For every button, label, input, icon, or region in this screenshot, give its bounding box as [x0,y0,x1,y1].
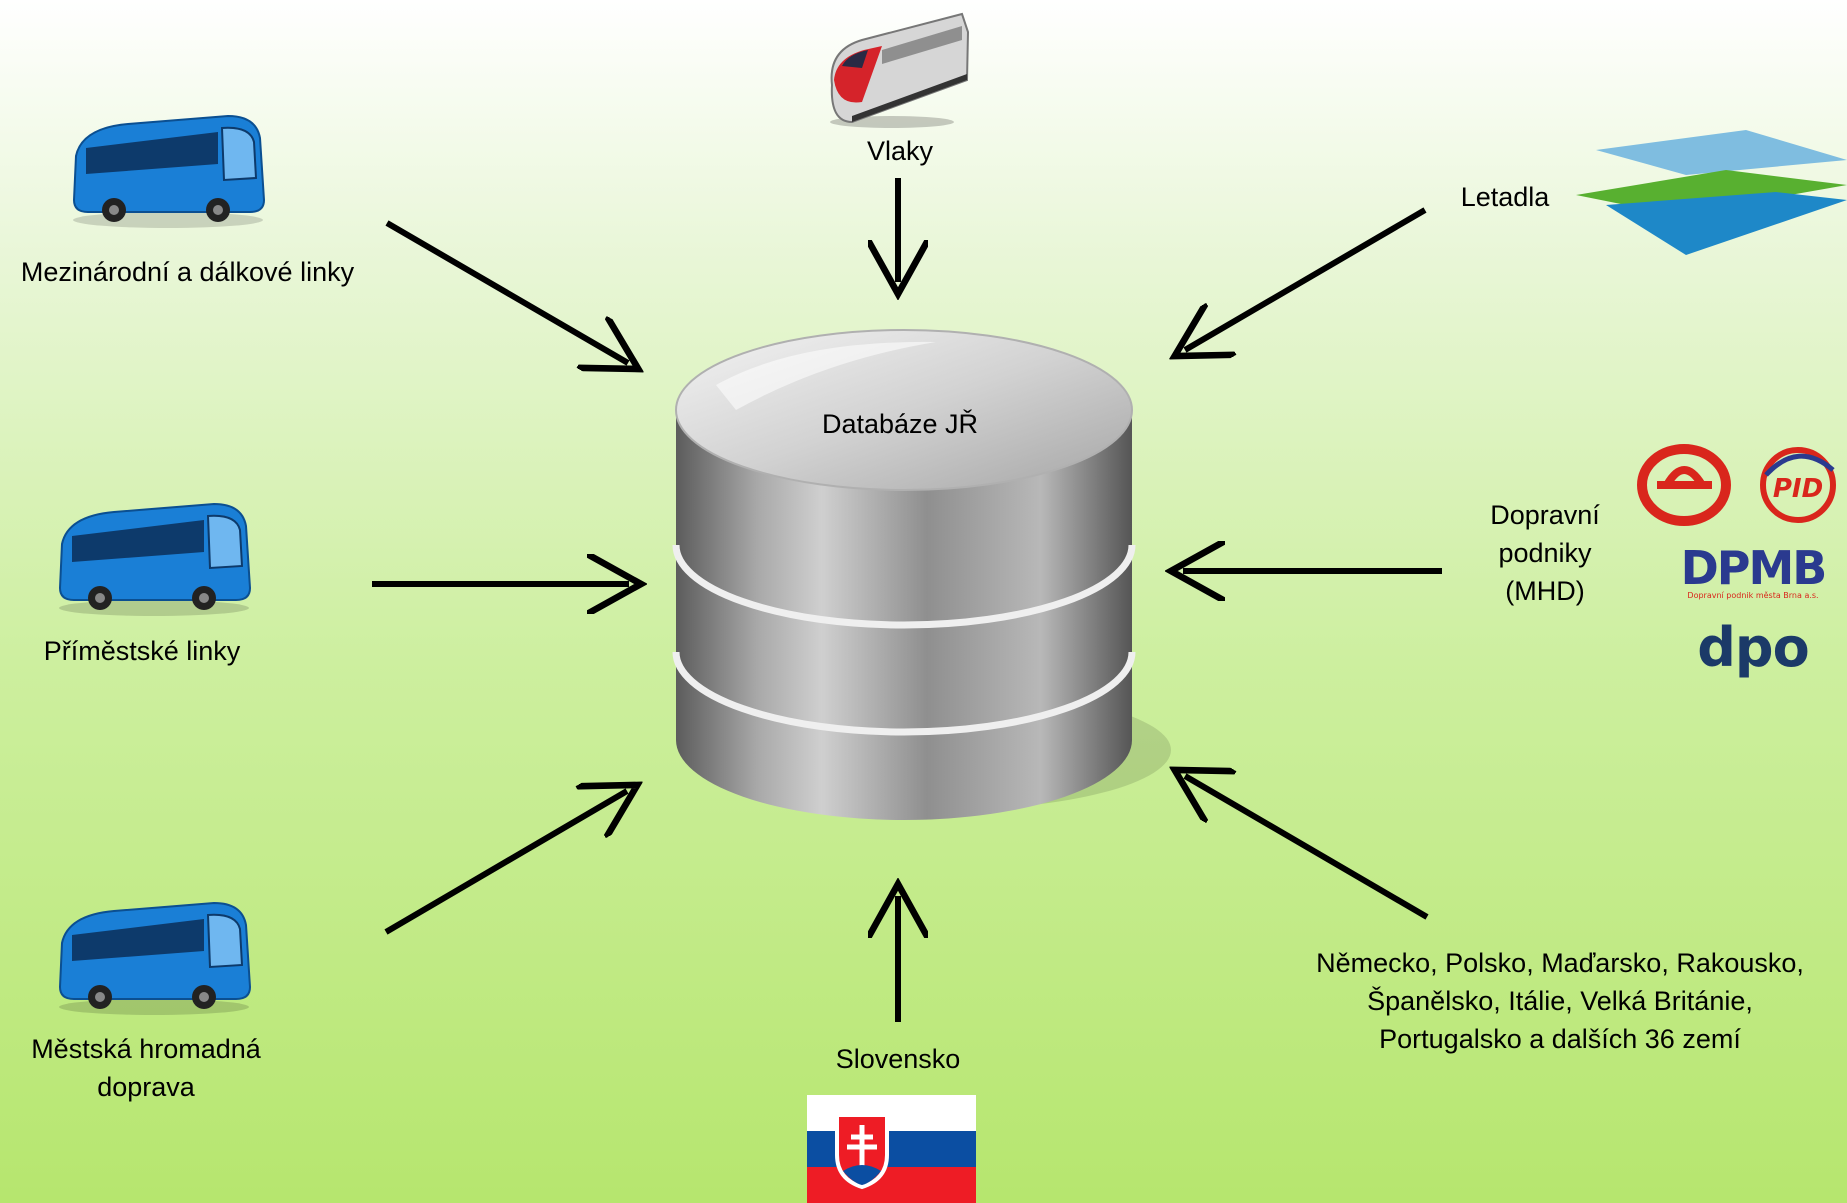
pid-logo: PID [1760,447,1836,523]
plane-logo [1576,130,1847,255]
train-icon [830,12,970,128]
bus-icon [58,502,252,616]
label-operators: Dopravní podniky (MHD) [1490,500,1600,606]
label-countries: Německo, Polsko, Maďarsko, Rakousko, Špa… [1316,948,1804,1054]
label-city-transit: Městská hromadná doprava [31,1034,261,1102]
database-label: Databáze JŘ [821,409,979,439]
label-slovakia: Slovensko [835,1044,961,1074]
label-planes: Letadla [1460,182,1550,212]
arrow-city-transit [384,791,627,935]
dpmb-logo: DPMB Dopravní podnik města Brna a.s. [1681,541,1828,600]
slovak-flag [807,1095,976,1203]
label-suburban: Příměstské linky [43,636,241,666]
label-trains: Vlaky [866,136,934,166]
dpo-logo: dpo [1697,616,1809,679]
label-international: Mezinárodní a dálkové linky [20,257,355,287]
pid-logo-text: PID [1773,474,1823,504]
arrow-international [385,220,628,363]
dpo-logo-text: dpo [1697,616,1808,679]
bus-icon [72,114,266,228]
arrow-countries [1185,776,1429,920]
bus-icon [58,901,252,1015]
dpmb-logo-text: DPMB [1681,541,1826,595]
arrow-planes [1185,207,1427,350]
database-icon [672,329,1171,820]
dpmb-logo-subtext: Dopravní podnik města Brna a.s. [1687,591,1818,600]
dpp-logo [1637,444,1731,526]
